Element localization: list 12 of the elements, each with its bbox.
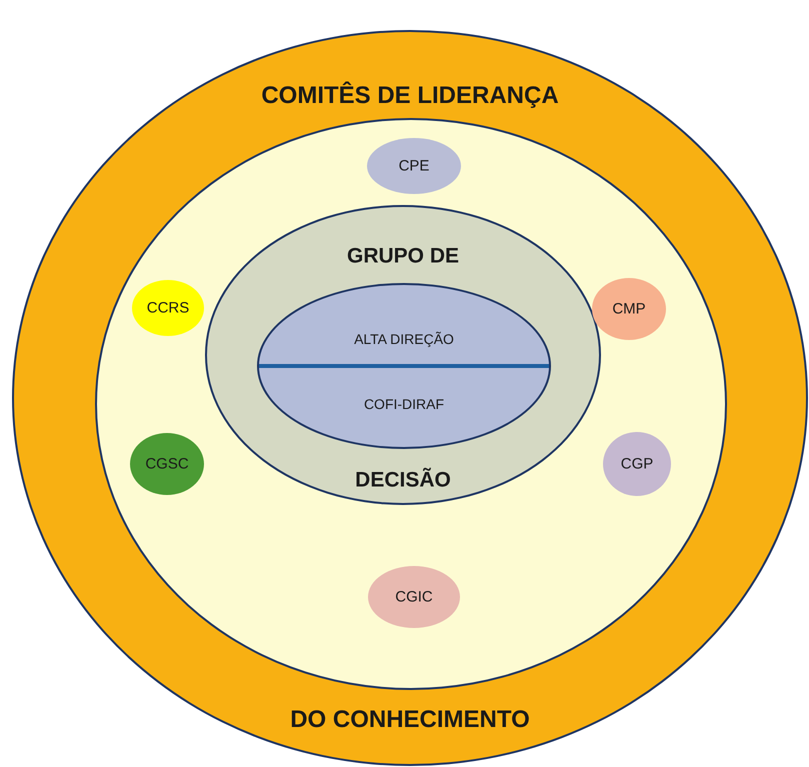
ellipse-label: CGIC — [395, 590, 433, 604]
ellipse-label: CMP — [612, 302, 646, 316]
ellipse-label: ALTA DIREÇÃO — [354, 332, 454, 346]
ellipse-label: COFI-DIRAF — [364, 397, 444, 411]
ellipse-label: DO CONHECIMENTO — [290, 708, 530, 732]
ellipse-label: COMITÊS DE LIDERANÇA — [261, 84, 559, 108]
ellipse-label: DECISÃO — [355, 470, 451, 490]
ellipse-label: CPE — [398, 158, 430, 174]
ellipse-label: CGP — [620, 456, 654, 472]
ellipse-label: GRUPO DE — [347, 246, 459, 266]
ellipse-label: CCRS — [146, 300, 190, 316]
ellipse-label: CGSC — [145, 456, 189, 472]
